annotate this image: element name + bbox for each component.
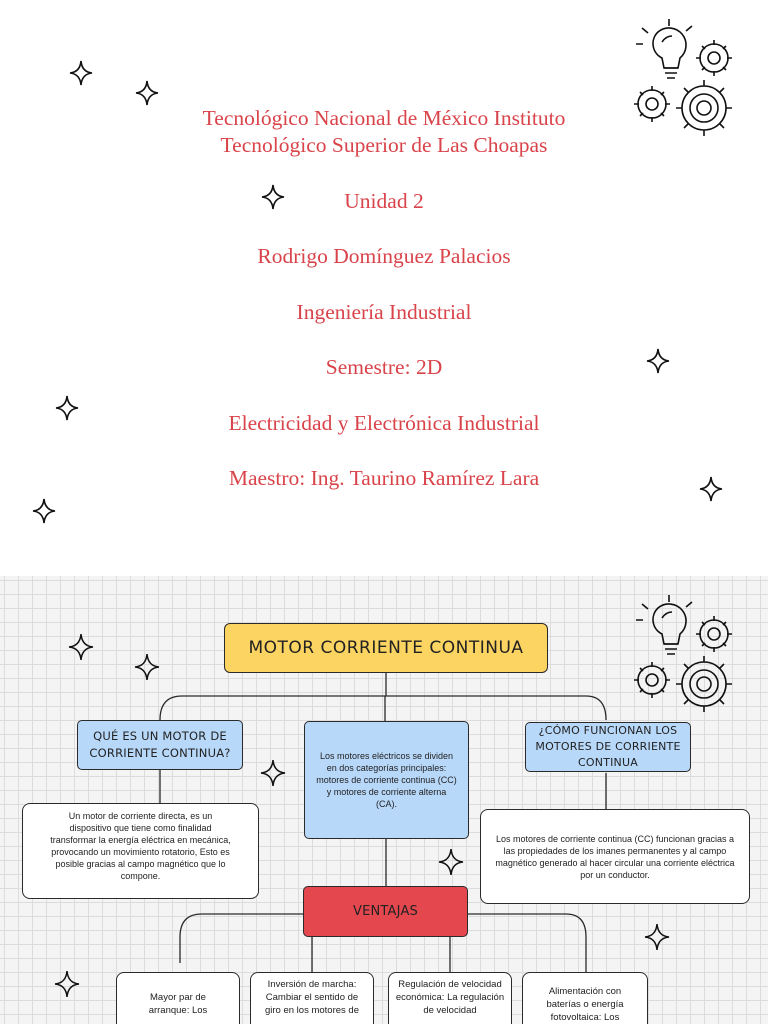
semester-label: Semestre: 2D bbox=[325, 355, 443, 379]
concept-map-page: MOTOR CORRIENTE CONTINUA QUÉ ES UN MOTOR… bbox=[0, 576, 768, 1024]
advantage-box-3: Regulación de velocidad económica: La re… bbox=[388, 972, 512, 1024]
ventajas-header: VENTAJAS bbox=[303, 886, 468, 937]
advantage-box-1: Mayor par de arranque: Los bbox=[116, 972, 240, 1024]
center-definition: Los motores eléctricos se dividen en dos… bbox=[304, 721, 469, 839]
lightbulb-gears-icon bbox=[634, 19, 732, 136]
sparkle-star-icon bbox=[32, 498, 56, 524]
student-name: Rodrigo Domínguez Palacios bbox=[257, 244, 511, 268]
advantage-box-4: Alimentación con baterías o energía foto… bbox=[522, 972, 648, 1024]
sparkle-star-icon bbox=[646, 348, 670, 374]
sparkle-star-icon bbox=[55, 395, 79, 421]
answer-what-is: Un motor de corriente directa, es un dis… bbox=[22, 803, 259, 899]
advantage-box-2: Inversión de marcha: Cambiar el sentido … bbox=[250, 972, 374, 1024]
question-what-is: QUÉ ES UN MOTOR DE CORRIENTE CONTINUA? bbox=[77, 720, 243, 770]
answer-how-works: Los motores de corriente continua (CC) f… bbox=[480, 809, 750, 904]
career-label: Ingeniería Industrial bbox=[296, 300, 472, 324]
institution-line-2: Tecnológico Superior de Las Choapas bbox=[220, 133, 548, 157]
unit-label: Unidad 2 bbox=[344, 189, 424, 213]
lightbulb-gears-icon bbox=[634, 595, 732, 712]
teacher-label: Maestro: Ing. Taurino Ramírez Lara bbox=[228, 466, 540, 490]
question-how-works: ¿CÓMO FUNCIONAN LOS MOTORES DE CORRIENTE… bbox=[525, 722, 691, 772]
sparkle-star-icon bbox=[699, 476, 723, 502]
institution-line-1: Tecnológico Nacional de México Instituto bbox=[202, 106, 566, 130]
sparkle-star-icon bbox=[69, 60, 93, 86]
sparkle-star-icon bbox=[135, 80, 159, 106]
sparkle-star-icon bbox=[261, 184, 285, 210]
cover-page: Tecnológico Nacional de México Instituto… bbox=[32, 19, 732, 524]
subject-label: Electricidad y Electrónica Industrial bbox=[228, 411, 540, 435]
map-title: MOTOR CORRIENTE CONTINUA bbox=[224, 623, 548, 673]
